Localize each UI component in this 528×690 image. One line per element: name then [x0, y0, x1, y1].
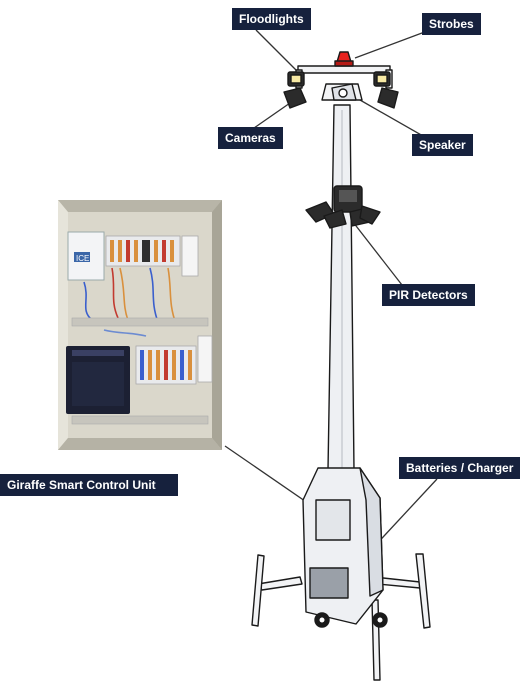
mast — [327, 104, 355, 471]
cabinet-panel — [315, 499, 351, 541]
speaker-label: Speaker — [412, 134, 473, 156]
floodlights-label: Floodlights — [232, 8, 311, 30]
cameras-connector — [253, 102, 291, 129]
camera-left — [283, 87, 307, 109]
floodlights-connector — [255, 29, 297, 71]
control-unit-label: Giraffe Smart Control Unit — [0, 474, 178, 496]
strobe-beacon — [334, 51, 354, 67]
floodlight-left — [287, 71, 305, 87]
terminal-blocks-bottom — [135, 335, 213, 385]
camera-right — [377, 87, 399, 109]
pir-detector-cluster — [305, 185, 381, 229]
panel-wiring — [83, 267, 177, 337]
lighting-tower — [251, 51, 431, 681]
strobes-connector — [354, 29, 431, 59]
control-unit-connector — [224, 445, 319, 511]
floodlight-right — [373, 71, 391, 87]
control-panel-illustration: ICE — [58, 200, 222, 450]
speaker-connector — [359, 99, 431, 141]
control-module-badge: ICE — [76, 254, 89, 263]
batteries-charger-label: Batteries / Charger — [399, 457, 521, 479]
terminal-blocks-top — [105, 235, 199, 277]
outrigger-legs — [251, 553, 431, 681]
strobes-label: Strobes — [422, 13, 481, 35]
cameras-label: Cameras — [218, 127, 283, 149]
speaker — [331, 83, 357, 101]
connector-lines — [224, 29, 438, 579]
router-device — [66, 346, 130, 414]
pir-detectors-label: PIR Detectors — [382, 284, 475, 306]
battery-compartment — [309, 567, 349, 599]
pir-connector — [352, 221, 403, 286]
